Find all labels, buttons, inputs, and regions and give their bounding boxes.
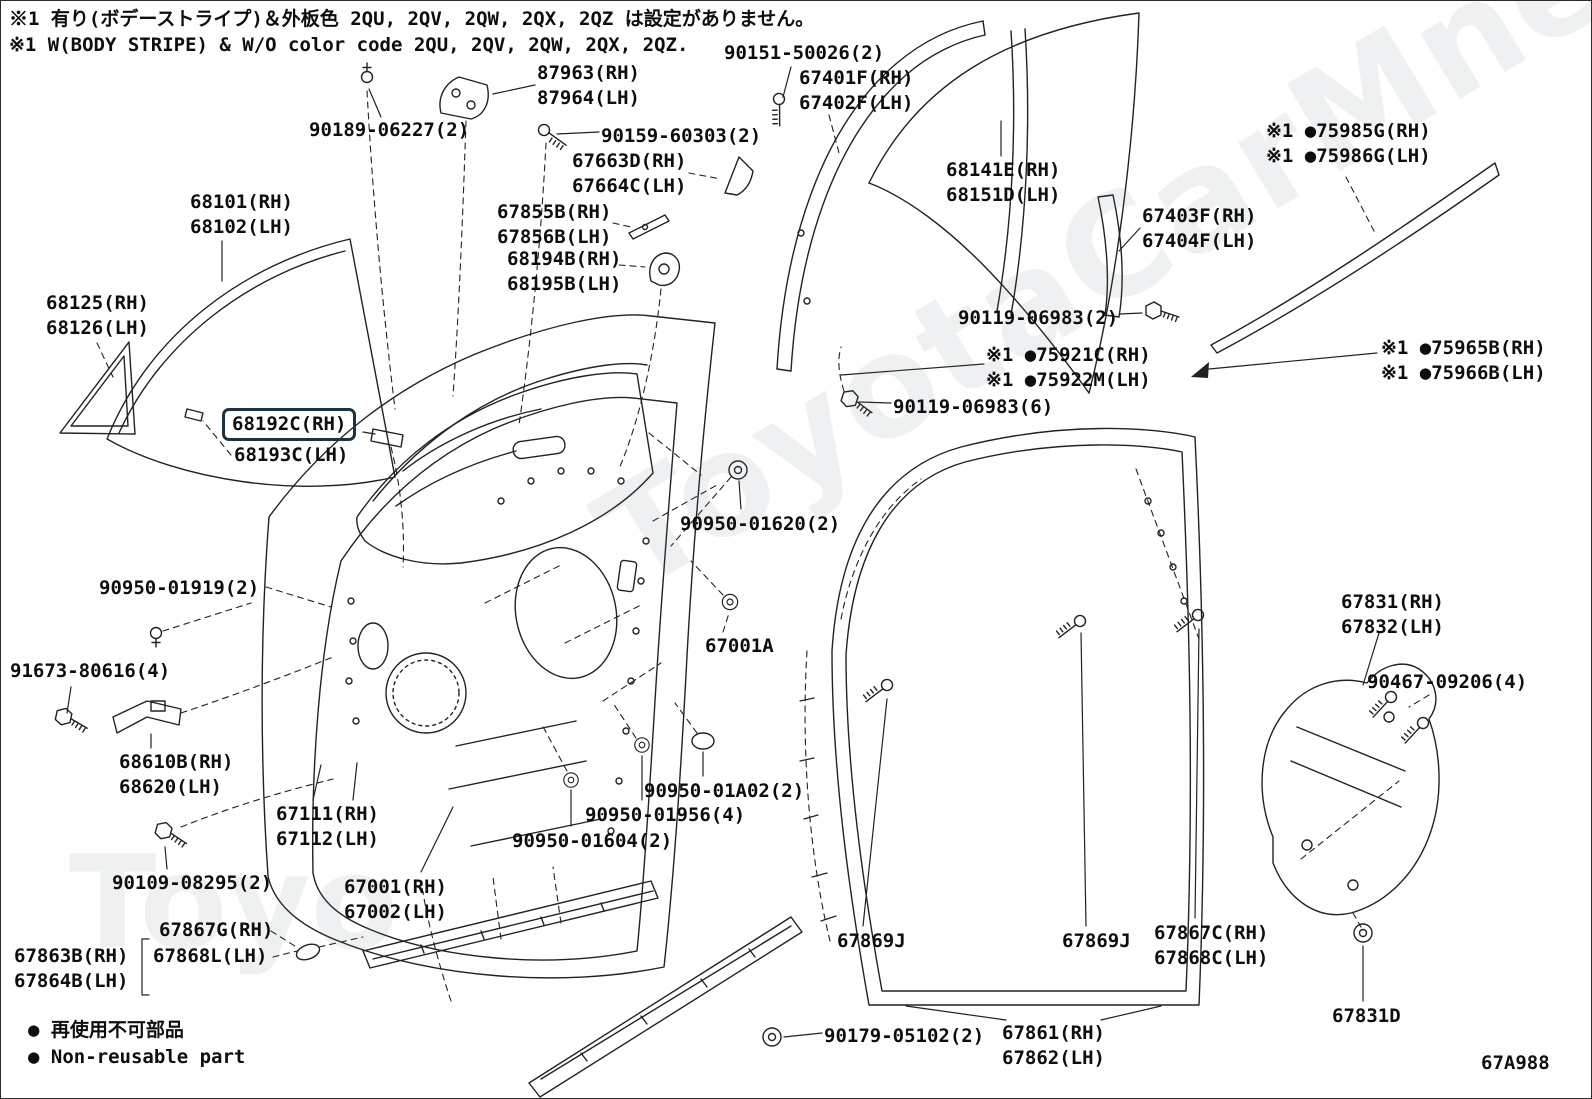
part-label: 67401F(RH)67402F(LH) xyxy=(799,67,914,114)
part-label: 67831(RH)67832(LH) xyxy=(1341,591,1444,638)
part-label: 67869J xyxy=(1062,930,1131,952)
part-label: 90179-05102(2) xyxy=(824,1025,985,1047)
part-label: 68141E(RH)68151D(LH) xyxy=(946,159,1061,206)
part-label: 67403F(RH)67404F(LH) xyxy=(1142,205,1257,252)
part-label: 90109-08295(2) xyxy=(112,872,273,894)
part-label: 67869J xyxy=(837,930,906,952)
lower-molding-artwork xyxy=(362,880,803,1098)
part-label: 67861(RH)67862(LH) xyxy=(1002,1022,1105,1069)
part-label: 67663D(RH)67664C(LH) xyxy=(572,150,687,197)
part-label: 67001A xyxy=(705,635,774,657)
legend-note-jp: ● 再使用不可部品 xyxy=(28,1019,184,1041)
part-label: 68610B(RH)68620(LH) xyxy=(119,751,234,798)
part-label: 67855B(RH)67856B(LH) xyxy=(497,201,612,248)
legend-note-en: ● Non-reusable part xyxy=(28,1046,246,1068)
header-note-en: ※1 W(BODY STRIPE) & W/O color code 2QU, … xyxy=(9,34,689,56)
part-label: 67868L(LH) xyxy=(153,945,268,967)
header-note-jp: ※1 有り(ボデーストライプ)＆外板色 2QU, 2QV, 2QW, 2QX, … xyxy=(9,8,815,30)
weatherstrip-artwork xyxy=(831,427,1205,1006)
door-check-artwork xyxy=(112,700,182,734)
part-label: 90189-06227(2) xyxy=(309,119,470,141)
window-frame-artwork xyxy=(776,12,1500,394)
part-label: 68193C(LH) xyxy=(234,444,349,466)
part-label: 90950-01604(2) xyxy=(512,830,673,852)
part-label: 68194B(RH)68195B(LH) xyxy=(507,248,622,295)
part-label: 87963(RH)87964(LH) xyxy=(537,62,640,109)
door-glass-artwork xyxy=(59,238,404,487)
part-label: 67001(RH)67002(LH) xyxy=(344,876,447,923)
upper-small-parts-artwork xyxy=(439,76,754,287)
part-label: 67867C(RH)67868C(LH) xyxy=(1154,922,1269,969)
part-label: 90159-60303(2) xyxy=(601,125,762,147)
pointer-arrow-icon xyxy=(1191,362,1209,378)
part-label: 67111(RH)67112(LH) xyxy=(276,803,379,850)
part-label: ※1 ●75921C(RH)※1 ●75922M(LH) xyxy=(986,344,1151,391)
part-label: 67867G(RH) xyxy=(159,919,274,941)
part-label: 90950-01956(4) xyxy=(585,804,746,826)
dashed-lines-artwork xyxy=(96,90,1430,1002)
part-label: 68125(RH)68126(LH) xyxy=(46,292,149,339)
part-label: 90467-09206(4) xyxy=(1367,671,1528,693)
part-label: 90950-01A02(2) xyxy=(644,780,805,802)
part-label: 68192C(RH) xyxy=(222,408,357,441)
part-label: 90119-06983(6) xyxy=(893,396,1054,418)
fasteners-artwork xyxy=(53,62,1431,1047)
part-label: 90950-01620(2) xyxy=(680,513,841,535)
part-label: ※1 ●75965B(RH)※1 ●75966B(LH) xyxy=(1381,337,1546,384)
part-label: 67863B(RH)67864B(LH) xyxy=(14,945,129,992)
part-label: 90151-50026(2) xyxy=(724,42,885,64)
part-label: 91673-80616(4) xyxy=(10,660,171,682)
service-hole-cover-artwork xyxy=(1261,663,1440,916)
part-label: 68101(RH)68102(LH) xyxy=(190,191,293,238)
part-label: 90119-06983(2) xyxy=(958,307,1119,329)
part-label: 90950-01919(2) xyxy=(99,577,260,599)
part-label: ※1 ●75985G(RH)※1 ●75986G(LH) xyxy=(1266,120,1431,167)
diagram-code: 67A988 xyxy=(1481,1052,1550,1074)
door-panel-artwork xyxy=(261,314,716,979)
part-label: 67831D xyxy=(1332,1005,1401,1027)
